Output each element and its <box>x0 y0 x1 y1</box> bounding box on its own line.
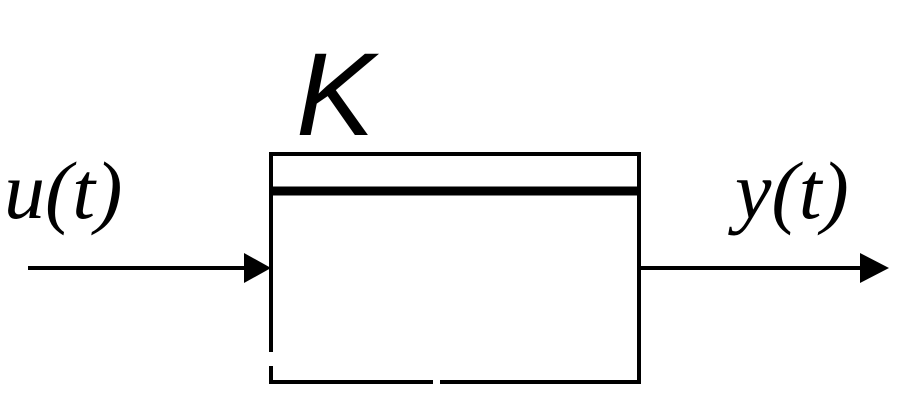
input-signal-label: u(t) <box>4 145 123 236</box>
output-signal-label: y(t) <box>735 145 849 236</box>
output-arrowhead <box>860 253 889 283</box>
input-arrowhead <box>244 253 271 283</box>
block-label: K <box>296 29 375 161</box>
